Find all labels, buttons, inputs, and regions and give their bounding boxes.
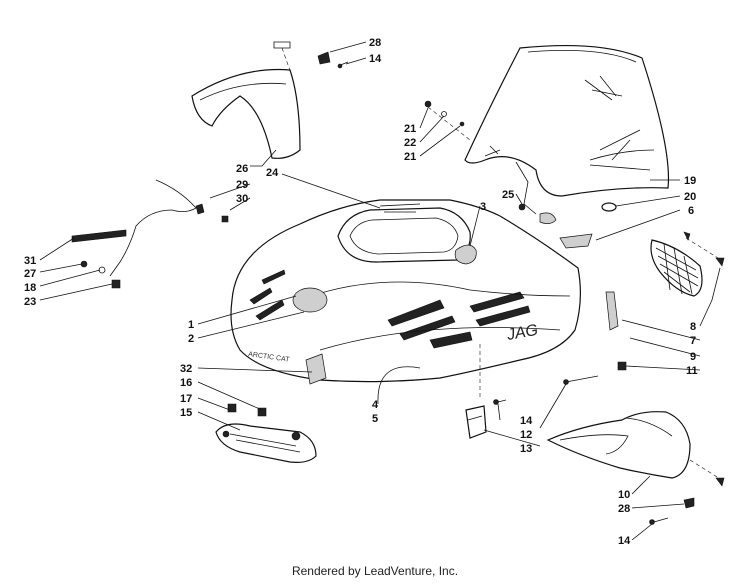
part-labels: 28 14 26 29 30 31 27 18 23 24 21 22 21 2… [24, 37, 698, 547]
footer-credit: Rendered by LeadVenture, Inc. [291, 564, 459, 578]
label-21-b: 21 [404, 151, 416, 163]
bolts-21-22 [424, 100, 471, 141]
cable-assembly [71, 179, 229, 289]
label-14-bottom: 14 [618, 535, 631, 547]
label-10: 10 [618, 489, 630, 501]
label-14-top: 14 [369, 53, 382, 65]
clip-11 [563, 361, 627, 385]
label-21-a: 21 [404, 123, 416, 135]
side-panel-26 [191, 68, 301, 159]
bracket-32 [305, 353, 327, 385]
bracket-12-13 [465, 344, 507, 439]
decal-6 [559, 233, 593, 249]
label-26: 26 [236, 163, 248, 175]
label-7: 7 [690, 335, 696, 347]
label-32: 32 [180, 363, 192, 375]
label-27: 27 [24, 268, 36, 280]
label-16: 16 [180, 377, 192, 389]
label-1: 1 [188, 319, 194, 331]
label-4: 4 [372, 399, 379, 411]
label-5: 5 [372, 413, 378, 425]
windshield [464, 44, 670, 197]
label-13: 13 [520, 443, 532, 455]
bracket-25 [515, 161, 557, 224]
label-12: 12 [520, 429, 532, 441]
label-2: 2 [188, 333, 194, 345]
label-29: 29 [236, 179, 248, 191]
label-15: 15 [180, 407, 192, 419]
leader-lines [39, 41, 721, 541]
label-9: 9 [690, 351, 696, 363]
label-11: 11 [686, 365, 698, 377]
vent-grille-8 [650, 231, 725, 297]
label-19: 19 [684, 175, 696, 187]
side-cover-10 [546, 411, 725, 487]
bumper-15 [215, 403, 317, 463]
hood: ARCTIC CAT JAG [230, 199, 581, 383]
hardware-top [273, 41, 349, 77]
hardware-bottom [649, 497, 695, 525]
label-8: 8 [690, 321, 696, 333]
label-23: 23 [24, 296, 36, 308]
label-17: 17 [180, 393, 192, 405]
label-20: 20 [684, 191, 696, 203]
grommet-20 [601, 202, 617, 212]
label-31: 31 [24, 255, 36, 267]
label-28-top: 28 [369, 37, 381, 49]
label-3: 3 [480, 201, 486, 213]
label-24: 24 [266, 167, 279, 179]
trim-7 [605, 291, 619, 331]
label-18: 18 [24, 282, 36, 294]
label-6: 6 [688, 205, 694, 217]
label-28-bottom: 28 [618, 503, 630, 515]
label-14-mid: 14 [520, 415, 533, 427]
label-22: 22 [404, 137, 416, 149]
label-30: 30 [236, 193, 248, 205]
hood-decal-text: JAG [505, 322, 540, 344]
label-25: 25 [502, 189, 514, 201]
